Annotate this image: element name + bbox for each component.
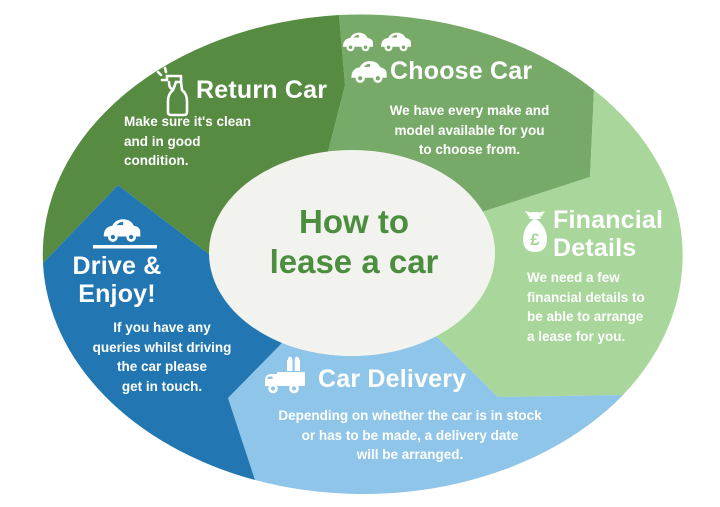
truck-cargo xyxy=(277,372,305,386)
bottle-body xyxy=(166,80,189,117)
segment-shape-car-delivery xyxy=(228,336,623,495)
segment-description-financial-details: We need a few financial details to be ab… xyxy=(527,270,645,344)
bag-knot xyxy=(537,211,545,217)
spray-drops xyxy=(163,66,168,74)
segment-description-car-delivery: Depending on whether the car is in stock… xyxy=(278,408,542,463)
bottle-head xyxy=(165,74,183,84)
bottle-trigger xyxy=(167,80,174,91)
gift-ribbon xyxy=(292,360,295,371)
bag-body xyxy=(523,218,547,252)
truck-wheel-hub xyxy=(291,386,297,391)
segment-shape-choose-car xyxy=(328,14,594,213)
segment-title-drive-enjoy: Drive & Enjoy! xyxy=(72,252,162,308)
segment-title-car-delivery: Car Delivery xyxy=(318,365,467,393)
delivery-truck-icon xyxy=(265,356,305,394)
segment-title-choose-car: Choose Car xyxy=(390,57,533,85)
segment-description-drive-enjoy: If you have any queries whilst driving t… xyxy=(92,320,232,394)
bag-tie xyxy=(529,212,541,219)
segment-shape-drive-enjoy xyxy=(43,185,282,480)
segment-title-return-car: Return Car xyxy=(196,76,328,104)
pound-symbol: £ xyxy=(530,230,540,249)
truck-window xyxy=(267,376,273,379)
segment-description-choose-car: We have every make and model available f… xyxy=(389,103,550,158)
center-ellipse xyxy=(209,150,495,356)
spray-drops xyxy=(156,70,163,77)
money-bag-icon: £ xyxy=(523,211,547,252)
spray-bottle-icon xyxy=(156,66,189,117)
segment-shape-return-car xyxy=(42,15,346,263)
segment-shape-financial-details xyxy=(436,90,683,397)
segment-description-return-car: Make sure it's clean and in good conditi… xyxy=(124,114,252,169)
bag-knot xyxy=(525,211,533,217)
segment-title-financial-details: Financial Details xyxy=(553,206,664,262)
truck-wheel-hub xyxy=(270,386,276,391)
diagram-title: How to lease a car xyxy=(269,203,439,281)
bottle-nozzle xyxy=(160,74,169,82)
car-on-road-icon xyxy=(93,219,157,249)
road-line xyxy=(93,245,157,249)
